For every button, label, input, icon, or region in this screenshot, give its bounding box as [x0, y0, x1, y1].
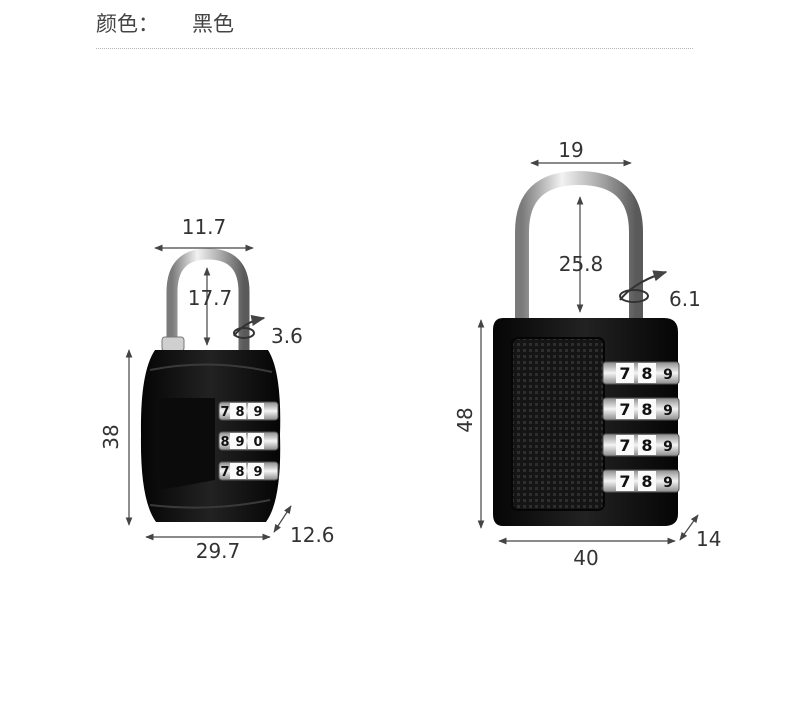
- small-wheel-digit: 0: [253, 435, 262, 450]
- large-wheel-digit: 9: [663, 475, 673, 491]
- small-depth-label: 12.6: [290, 523, 335, 547]
- small-wheel-digit: 7: [220, 465, 229, 480]
- large-lock-wheel-row-4[interactable]: 7 8 9: [602, 469, 680, 493]
- small-lock-wheel-row-2[interactable]: 8 9 0: [218, 431, 279, 451]
- color-value: 黑色: [192, 12, 234, 36]
- small-wheel-digit: 9: [235, 435, 244, 450]
- large-lock-wheel-row-1[interactable]: 7 8 9: [602, 361, 680, 385]
- large-height-label: 48: [453, 407, 477, 432]
- large-wheel-digit: 7: [619, 364, 630, 383]
- large-wheel-digit: 8: [641, 364, 652, 383]
- large-wheel-digit: 9: [663, 367, 673, 383]
- small-wheel-digit: 8: [235, 405, 244, 420]
- small-lock-wheel-row-3[interactable]: 7 8 9: [218, 461, 279, 481]
- large-lock-wheel-row-2[interactable]: 7 8 9: [602, 397, 680, 421]
- small-wheel-digit: 8: [235, 465, 244, 480]
- large-wheel-digit: 7: [619, 472, 630, 491]
- large-wheel-digit: 8: [641, 436, 652, 455]
- small-wheel-digit: 7: [220, 405, 229, 420]
- large-lock-wheel-row-3[interactable]: 7 8 9: [602, 433, 680, 457]
- large-wheel-digit: 9: [663, 403, 673, 419]
- small-lock: 7 8 9 8 9 0 7 8 9 11.7 17.7 3.6 38: [99, 215, 335, 563]
- large-depth-label: 14: [696, 527, 721, 551]
- small-shackle-height-label: 17.7: [188, 286, 233, 310]
- large-lock: 7 8 9 7 8 9 7 8 9 7 8 9: [453, 138, 721, 570]
- large-shackle-diameter-label: 6.1: [669, 287, 701, 311]
- large-width-label: 40: [573, 546, 598, 570]
- small-wheel-digit: 9: [253, 465, 262, 480]
- large-wheel-digit: 8: [641, 400, 652, 419]
- large-shackle-height-label: 25.8: [559, 252, 604, 276]
- header-divider: [96, 48, 693, 49]
- large-lock-shackle: [515, 170, 643, 318]
- small-wheel-digit: 8: [220, 435, 229, 450]
- small-lock-shackle: [166, 248, 250, 350]
- small-wheel-digit: 9: [253, 405, 262, 420]
- color-label: 颜色：: [96, 12, 159, 36]
- small-lock-wheel-row-1[interactable]: 7 8 9: [218, 401, 279, 421]
- large-wheel-digit: 8: [641, 472, 652, 491]
- small-shackle-width-label: 11.7: [182, 215, 227, 239]
- large-wheel-digit: 9: [663, 439, 673, 455]
- small-shackle-diameter-label: 3.6: [271, 324, 303, 348]
- large-wheel-digit: 7: [619, 436, 630, 455]
- small-height-label: 38: [99, 424, 123, 449]
- large-wheel-digit: 7: [619, 400, 630, 419]
- large-shackle-width-label: 19: [558, 138, 583, 162]
- small-width-label: 29.7: [196, 539, 241, 563]
